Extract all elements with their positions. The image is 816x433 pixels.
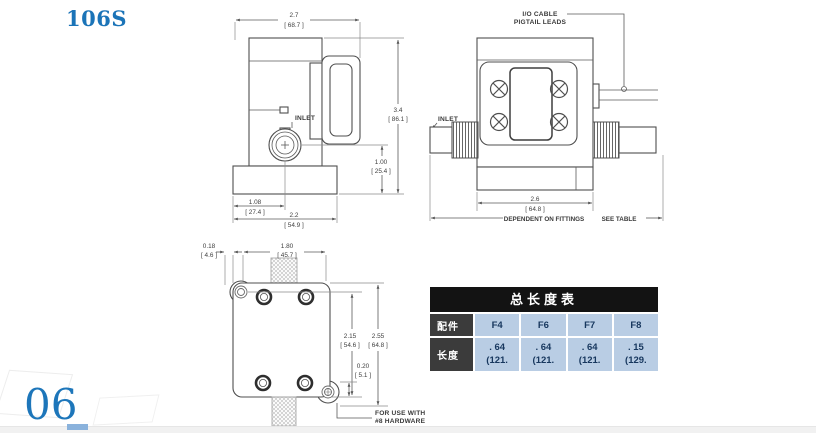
hardware-note-2: #8 HARDWARE <box>375 418 426 425</box>
length-value-line2: (121. <box>486 354 508 366</box>
length-cell: . 64 (121. <box>567 338 612 371</box>
length-cell: . 64 (121. <box>475 338 520 371</box>
mounting-view-drawing: 0.18 [ 4.6 ] 1.80 [ 45.7 ] 2.15 [ 54.6 ]… <box>201 243 426 427</box>
dim-inlet-height-mm: [ 25.4 ] <box>371 168 391 175</box>
dim-width-mm: [ 45.7 ] <box>277 252 297 259</box>
length-table-title: 总长度表 <box>430 287 658 312</box>
sensor-body-back <box>232 282 331 398</box>
side-view-drawing: 2.7 [ 68.7 ] INLET 3.4 [ 86.1 ] 1.00 [ 2… <box>232 12 408 229</box>
outlet-pipe <box>618 126 657 154</box>
dim-width-top-mm: [ 68.7 ] <box>284 22 304 29</box>
dim-height-mm: [ 86.1 ] <box>388 116 408 123</box>
length-cell: . 15 (129. <box>613 338 658 371</box>
table-row-fittings: 配件 F4 F6 F7 F8 <box>430 314 658 336</box>
inlet-pipe <box>429 126 453 154</box>
side-inlet-label: INLET <box>295 115 315 122</box>
table-row-lengths: 长度 . 64 (121. . 64 (121. . 64 (121. . 15… <box>430 338 658 371</box>
dim-body-width-mm: [ 64.8 ] <box>525 206 545 213</box>
io-cable-label-1: I/O CABLE <box>522 11 558 18</box>
length-value-line2: (121. <box>578 354 601 366</box>
see-table-note: SEE TABLE <box>602 216 637 223</box>
fitting-cell: F7 <box>567 314 612 336</box>
length-value-line2: (121. <box>532 354 555 366</box>
page-title: 106S <box>66 6 128 31</box>
dim-base-width-in: 2.2 <box>290 212 299 219</box>
length-value-line1: . 64 <box>489 341 506 353</box>
length-value-line1: . 64 <box>535 341 552 353</box>
dim-base-width-mm: [ 54.9 ] <box>284 222 304 229</box>
mounting-base-front <box>476 166 594 191</box>
length-cell: . 64 (121. <box>521 338 566 371</box>
fitting-cell: F6 <box>521 314 566 336</box>
bottom-fitting <box>271 396 297 427</box>
dim-inlet-offset-mm: [ 27.4 ] <box>245 209 265 216</box>
dim-hole-height-mm: [ 54.6 ] <box>340 342 360 349</box>
front-view-drawing: I/O CABLE PIGTAIL LEADS INLET 2.6 [ 64.8… <box>429 11 664 223</box>
front-inlet-label: INLET <box>438 116 458 123</box>
top-fitting <box>270 257 298 284</box>
fitting-header-cell: 配件 <box>430 314 473 336</box>
page-number-underline <box>67 424 88 430</box>
outlet-thread-fitting <box>592 121 620 159</box>
mounting-hole-icons <box>234 285 335 399</box>
dim-edge-offset-in: 0.18 <box>203 243 216 250</box>
screw-icon <box>549 112 569 132</box>
dim-tab-offset-in: 0.20 <box>357 363 370 370</box>
dim-height-in: 3.4 <box>394 107 403 114</box>
watermark-shape-2 <box>92 394 160 426</box>
dim-overall-height-mm: [ 64.8 ] <box>368 342 388 349</box>
fitting-note: DEPENDENT ON FITTINGS <box>504 216 584 223</box>
dim-inlet-offset-in: 1.08 <box>249 199 262 206</box>
fitting-cell: F8 <box>613 314 658 336</box>
length-value-line2: (129. <box>625 354 647 366</box>
screw-icon <box>549 79 569 99</box>
dim-width-top-in: 2.7 <box>290 12 299 19</box>
dim-body-width-in: 2.6 <box>531 196 540 203</box>
cable-leader-dot <box>621 86 627 92</box>
hardware-note-1: FOR USE WITH <box>375 410 425 417</box>
page-bottom-strip <box>0 426 816 433</box>
screw-icon <box>489 79 509 99</box>
dim-tab-offset-mm: [ 5.1 ] <box>355 372 371 379</box>
length-value-line1: . 64 <box>581 341 598 353</box>
inlet-thread-fitting <box>451 121 479 159</box>
io-cable-label-2: PIGTAIL LEADS <box>514 19 567 26</box>
screw-icons <box>489 79 569 132</box>
screw-icons-back <box>254 288 315 392</box>
dim-overall-height-in: 2.55 <box>372 333 385 340</box>
dim-width-in: 1.80 <box>281 243 294 250</box>
dim-hole-height-in: 2.15 <box>344 333 357 340</box>
length-value-line1: . 15 <box>627 341 644 353</box>
dim-edge-offset-mm: [ 4.6 ] <box>201 252 217 259</box>
cable-strain-relief <box>592 83 600 109</box>
page-number: 06 <box>24 380 78 429</box>
inlet-fitting-icon <box>268 127 302 162</box>
length-table: 总长度表 配件 F4 F6 F7 F8 长度 . 64 (121. . 64 (… <box>430 287 658 371</box>
screw-icon <box>489 112 509 132</box>
fitting-cell: F4 <box>475 314 520 336</box>
length-header-cell: 长度 <box>430 338 473 371</box>
dim-inlet-height-in: 1.00 <box>375 159 388 166</box>
